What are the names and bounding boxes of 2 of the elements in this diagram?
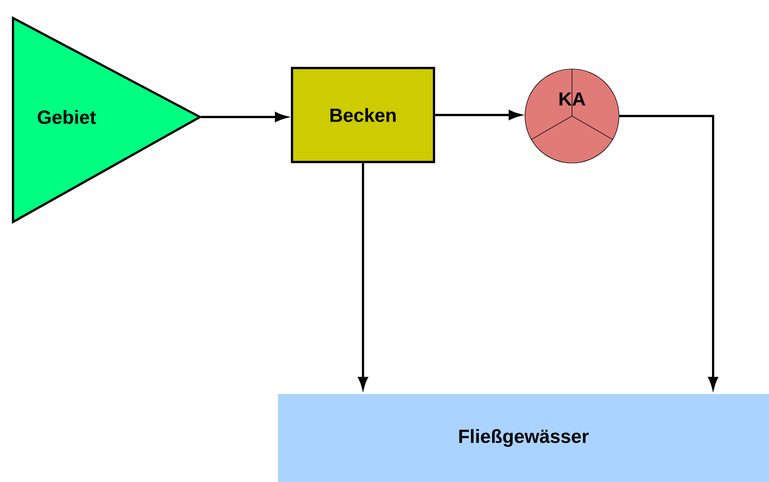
river-band: Fließgewässer: [278, 394, 769, 482]
process-box: Becken: [290, 66, 436, 164]
